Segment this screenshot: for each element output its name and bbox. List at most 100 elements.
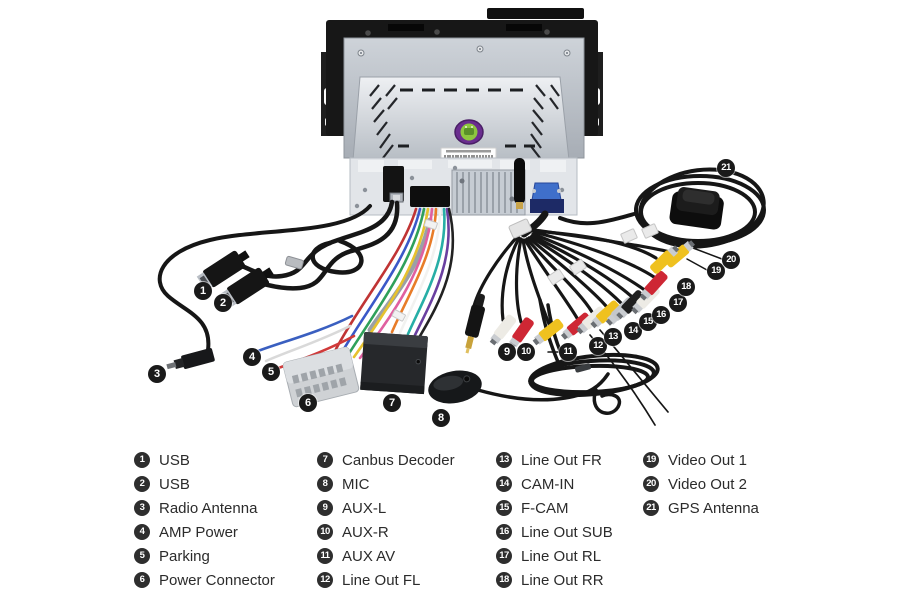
legend-number-badge: 1 <box>134 452 150 468</box>
legend-number-badge: 2 <box>134 476 150 492</box>
legend-label: Canbus Decoder <box>342 451 455 469</box>
legend-label: Power Connector <box>159 571 275 589</box>
legend-label: Parking <box>159 547 210 565</box>
head-unit-wiring-diagram <box>157 8 766 426</box>
chassis <box>352 76 570 164</box>
radio-antenna-cable <box>157 204 372 352</box>
legend-number-badge: 16 <box>496 524 512 540</box>
gps-antenna-puck <box>669 187 724 230</box>
legend-item-15: 15 F-CAM <box>496 496 613 520</box>
legend-label: F-CAM <box>521 499 569 517</box>
usb-cable-loop <box>310 238 364 275</box>
legend-label: AMP Power <box>159 523 238 541</box>
legend-number-badge: 5 <box>134 548 150 564</box>
gps-lead <box>558 212 636 226</box>
callout-4: 4 <box>243 348 261 366</box>
legend-number-badge: 10 <box>317 524 333 540</box>
callout-19: 19 <box>707 262 725 280</box>
legend-number-badge: 15 <box>496 500 512 516</box>
legend-number-badge: 21 <box>643 500 659 516</box>
rca-fan <box>472 228 672 326</box>
legend-number-badge: 13 <box>496 452 512 468</box>
legend-number-badge: 11 <box>317 548 333 564</box>
head-unit <box>321 8 603 216</box>
legend-number-badge: 18 <box>496 572 512 588</box>
callout-1: 1 <box>194 282 212 300</box>
legend-number-badge: 17 <box>496 548 512 564</box>
legend-label: Line Out FR <box>521 451 602 469</box>
legend-label: AUX-R <box>342 523 389 541</box>
legend-item-18: 18 Line Out RR <box>496 568 613 592</box>
vent-slashes-left <box>369 84 398 159</box>
legend-label: Video Out 1 <box>668 451 747 469</box>
legend-label: GPS Antenna <box>668 499 759 517</box>
legend-item-17: 17 Line Out RL <box>496 544 613 568</box>
rca-line-out-sub <box>616 290 645 320</box>
legend-item-13: 13 Line Out FR <box>496 448 613 472</box>
legend-item-9: 9 AUX-L <box>317 496 455 520</box>
legend-label: Line Out FL <box>342 571 421 589</box>
rca-aux-av <box>532 318 564 346</box>
legend-number-badge: 12 <box>317 572 333 588</box>
callout-16: 16 <box>652 306 670 324</box>
legend-label: CAM-IN <box>521 475 575 493</box>
legend-label: MIC <box>342 475 370 493</box>
legend-label: Line Out RL <box>521 547 602 565</box>
legend-label: AUX AV <box>342 547 396 565</box>
legend-number-badge: 6 <box>134 572 150 588</box>
legend-item-2: 2 USB <box>134 472 275 496</box>
legend-number-badge: 14 <box>496 476 512 492</box>
legend-item-11: 11 AUX AV <box>317 544 455 568</box>
antenna-stub <box>514 158 525 209</box>
legend-item-21: 21 GPS Antenna <box>643 496 759 520</box>
display-top-edge <box>487 8 584 19</box>
callout-12: 12 <box>589 337 607 355</box>
callout-14: 14 <box>624 322 642 340</box>
callout-6: 6 <box>299 394 317 412</box>
callout-8: 8 <box>432 409 450 427</box>
gps-cable-coil <box>634 167 766 249</box>
microphone <box>428 370 482 404</box>
rear-connector-panel <box>349 157 578 216</box>
legend-label: USB <box>159 451 190 469</box>
legend-number-badge: 20 <box>643 476 659 492</box>
legend-label: Radio Antenna <box>159 499 258 517</box>
vent-slashes-right <box>529 84 560 159</box>
legend-label: USB <box>159 475 190 493</box>
legend-item-20: 20 Video Out 2 <box>643 472 759 496</box>
legend-label: AUX-L <box>342 499 387 517</box>
white-wire <box>264 324 352 363</box>
mic-cable <box>476 372 610 402</box>
legend-number-badge: 4 <box>134 524 150 540</box>
legend-item-6: 6 Power Connector <box>134 568 275 592</box>
amp-power-wire <box>256 314 354 353</box>
callout-3: 3 <box>148 365 166 383</box>
legend-label: Video Out 2 <box>668 475 747 493</box>
callout-11: 11 <box>559 343 577 361</box>
rca-video-out-2 <box>650 245 680 274</box>
rca-line-out-rr <box>639 270 668 301</box>
canbus-decoder-box <box>360 331 428 395</box>
power-connector <box>282 346 360 408</box>
callout-10: 10 <box>517 343 535 361</box>
legend-item-14: 14 CAM-IN <box>496 472 613 496</box>
legend-number-badge: 9 <box>317 500 333 516</box>
legend-label: Line Out RR <box>521 571 604 589</box>
legend-item-12: 12 Line Out FL <box>317 568 455 592</box>
callout-18: 18 <box>677 278 695 296</box>
callout-7: 7 <box>383 394 401 412</box>
harness-socket <box>410 186 450 207</box>
legend-label: Line Out SUB <box>521 523 613 541</box>
rca-line-out-fl <box>560 312 592 340</box>
vga-connector <box>530 182 564 213</box>
rca-video-out-1 <box>664 240 696 268</box>
legend-item-4: 4 AMP Power <box>134 520 275 544</box>
cable-ties <box>284 218 659 373</box>
